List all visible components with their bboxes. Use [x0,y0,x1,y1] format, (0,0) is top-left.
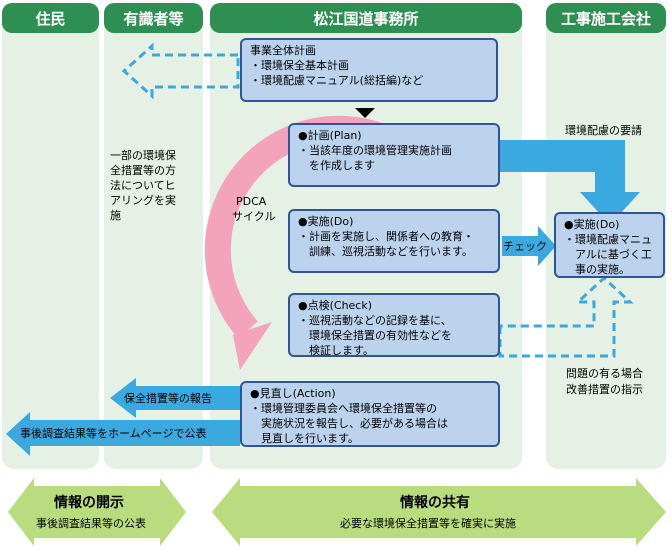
overall-plan-line1: ・環境保全基本計画 [250,59,349,72]
sharing-subtitle: 必要な環境保全措置等を確実に実施 [340,517,516,530]
experts-note-line5: 施 [110,209,121,222]
contractor-do-title: ●実施(Do) [564,218,620,231]
action-line1: ・環境管理委員会へ環境保全措置等の [250,402,437,415]
check-line3: 検証します。 [298,344,374,357]
pdca-cycle-head [233,322,272,370]
check-box: ●点検(Check) ・巡視活動などの記録を基に、 環境保全措置の有効性などを … [288,293,500,357]
dashed-arrow-to-experts [121,42,240,100]
report-arrow [110,378,240,418]
experts-header: 有識者等 [104,3,203,33]
pdca-label-2: サイクル [232,210,276,223]
publish-arrow [6,412,240,456]
check-line1: ・巡視活動などの記録を基に、 [298,314,452,327]
experts-note-line3: 法についてヒ [110,179,176,192]
action-box: ●見直し(Action) ・環境管理委員会へ環境保全措置等の 実施状況を報告し、… [240,381,500,447]
experts-note-line2: 全措置等の方 [110,164,176,177]
experts-note-line1: 一部の環境保 [110,149,176,162]
disclosure-arrow [8,478,186,546]
report-label: 保全措置等の報告 [124,392,212,405]
dashed-improvement-arrow [498,275,634,358]
contractor-do-line2: アルに基づく工 [564,248,652,261]
pdca-label-1: PDCA [236,195,267,208]
sharing-title: 情報の共有 [400,495,470,511]
contractor-do-line3: 事の実施。 [564,263,630,276]
do-line2: 訓練、巡視活動などを行います。 [298,245,473,258]
overall-plan-box: 事業全体計画 ・環境保全基本計画 ・環境配慮マニュアル(総括編)など [240,38,498,102]
plan-line1: ・当該年度の環境管理実施計画 [298,144,452,157]
overall-plan-line2: ・環境配慮マニュアル(総括編)など [250,74,424,87]
env-request-label: 環境配慮の要請 [565,124,642,137]
experts-note: 一部の環境保 全措置等の方 法についてヒ アリングを実 施 [110,148,202,223]
do-title: ●実施(Do) [298,215,354,228]
problem-label-2: 改善措置の指示 [566,383,643,396]
action-line2: 実施状況を報告し、必要がある場合は [250,417,448,430]
check-title: ●点検(Check) [298,299,373,312]
action-line3: 見直しを行います。 [250,432,359,445]
contractor-do-box: ●実施(Do) ・環境配慮マニュ アルに基づく工 事の実施。 [554,212,665,278]
check-line2: 環境保全措置の有効性などを [298,329,452,342]
contractor-do-line1: ・環境配慮マニュ [564,233,652,246]
contractor-header: 工事施工会社 [546,3,666,33]
overall-plan-title: 事業全体計画 [250,44,316,57]
do-box: ●実施(Do) ・計画を実施し、関係者への教育・ 訓練、巡視活動などを行います。 [288,209,500,273]
problem-label-1: 問題の有る場合 [566,367,643,380]
check-arrow [502,226,556,266]
request-arrow [500,140,640,225]
do-line1: ・計画を実施し、関係者への教育・ [298,230,474,243]
plan-title: ●計画(Plan) [298,129,362,142]
plan-line2: を作成します [298,159,375,172]
office-header: 松江国道事務所 [210,3,522,33]
down-triangle [355,108,375,118]
action-title: ●見直し(Action) [250,387,336,400]
disclosure-title: 情報の開示 [54,495,124,511]
disclosure-subtitle: 事後調査結果等の公表 [36,517,146,530]
check-label: チェック [503,240,547,253]
sharing-arrow [212,478,666,546]
publish-label: 事後調査結果等をホームページで公表 [20,427,207,440]
residents-header: 住民 [2,3,99,33]
plan-box: ●計画(Plan) ・当該年度の環境管理実施計画 を作成します [288,123,500,187]
residents-column [2,3,99,469]
experts-note-line4: アリングを実 [110,194,176,207]
